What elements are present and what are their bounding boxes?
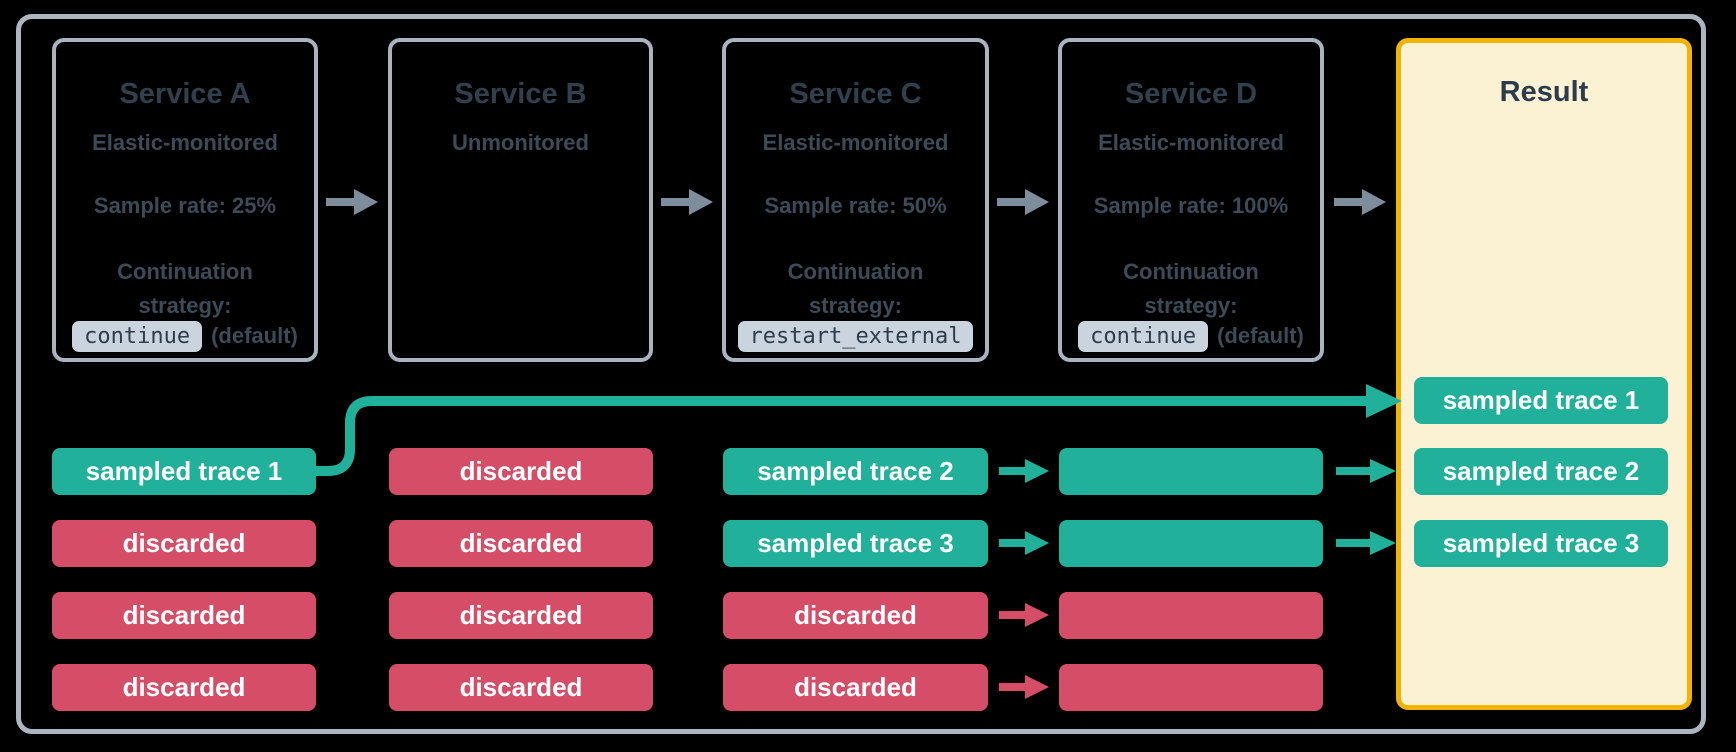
- trace-bar-c-3: discarded: [723, 592, 988, 639]
- trace-arrow-icon-c-d-row3: [999, 603, 1049, 627]
- trace-bar-b-3: discarded: [389, 592, 653, 639]
- trace-bar-d-2: [1059, 520, 1323, 567]
- trace-arrow-icon-c-d-row4: [999, 675, 1049, 699]
- trace-arrow-icon-d-result-row3: [1336, 531, 1396, 555]
- trace-bar-d-1: [1059, 448, 1323, 495]
- trace-arrow-icon-c-d-row2: [999, 531, 1049, 555]
- service-d-continuation-label: Continuation strategy:: [1123, 259, 1259, 318]
- diagram-outer-frame: [16, 14, 1706, 734]
- service-d-box: Service D Elastic-monitored Sample rate:…: [1058, 38, 1324, 362]
- service-a-strategy-code-badge: continue: [72, 320, 203, 352]
- trace-bar-b-4: discarded: [389, 664, 653, 711]
- arrow-right-icon-a-to-b: [326, 189, 378, 215]
- service-c-continuation-label: Continuation strategy:: [787, 259, 924, 318]
- result-trace-bar-3: sampled trace 3: [1414, 520, 1668, 567]
- trace-bar-d-3: [1059, 592, 1323, 639]
- trace-arrow-icon-c-d-row1: [999, 459, 1049, 483]
- service-a-strategy-note: (default): [211, 323, 298, 348]
- service-d-strategy-row: continue (default): [1062, 317, 1320, 355]
- trace-bar-a-4: discarded: [52, 664, 316, 711]
- trace-bar-b-2: discarded: [389, 520, 653, 567]
- trace-bar-c-4: discarded: [723, 664, 988, 711]
- service-c-strategy-row: restart_external: [726, 317, 985, 355]
- result-title: Result: [1499, 76, 1589, 108]
- arrow-right-icon-c-to-d: [997, 189, 1049, 215]
- service-c-strategy-code-badge: restart_external: [737, 320, 974, 352]
- trace-bar-a-1: sampled trace 1: [52, 448, 316, 495]
- arrow-right-icon-b-to-c: [661, 189, 713, 215]
- trace-bar-d-4: [1059, 664, 1323, 711]
- trace-bar-c-1: sampled trace 2: [723, 448, 988, 495]
- service-c-sample-rate: Sample rate: 50%: [764, 193, 947, 218]
- trace-bar-a-2: discarded: [52, 520, 316, 567]
- service-a-continuation-label: Continuation strategy:: [117, 259, 253, 318]
- result-box: Result: [1396, 38, 1692, 710]
- trace-bar-a-3: discarded: [52, 592, 316, 639]
- service-a-strategy-row: continue (default): [56, 317, 314, 355]
- service-d-title: Service D: [1124, 78, 1258, 110]
- service-c-monitoring: Elastic-monitored: [762, 130, 949, 155]
- service-b-title: Service B: [454, 78, 587, 110]
- service-a-sample-rate: Sample rate: 25%: [93, 193, 277, 218]
- sampled-trace-1-connector-arrow-icon: [311, 384, 1402, 476]
- service-b-box: Service B Unmonitored: [388, 38, 653, 362]
- trace-bar-b-1: discarded: [389, 448, 653, 495]
- arrow-right-icon-d-to-result: [1334, 189, 1386, 215]
- service-a-title: Service A: [119, 78, 251, 110]
- service-a-monitoring: Elastic-monitored: [92, 130, 278, 155]
- service-d-strategy-code-badge: continue: [1078, 320, 1209, 352]
- service-d-strategy-note: (default): [1217, 323, 1304, 348]
- result-trace-bar-1: sampled trace 1: [1414, 377, 1668, 424]
- trace-bar-c-2: sampled trace 3: [723, 520, 988, 567]
- service-d-sample-rate: Sample rate: 100%: [1093, 193, 1289, 218]
- service-c-box: Service C Elastic-monitored Sample rate:…: [722, 38, 989, 362]
- trace-arrow-icon-d-result-row2: [1336, 459, 1396, 483]
- service-c-title: Service C: [789, 78, 922, 110]
- service-b-monitoring: Unmonitored: [452, 130, 589, 155]
- result-trace-bar-2: sampled trace 2: [1414, 448, 1668, 495]
- service-d-monitoring: Elastic-monitored: [1098, 130, 1284, 155]
- service-a-box: Service A Elastic-monitored Sample rate:…: [52, 38, 318, 362]
